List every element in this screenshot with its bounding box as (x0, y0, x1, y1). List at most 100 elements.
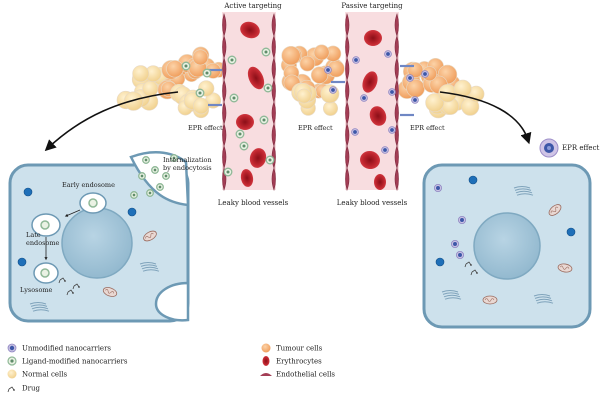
normal-cell (320, 84, 340, 104)
left-blood-vessel (181, 12, 276, 191)
arrow-to-left-cell (44, 91, 179, 152)
nucleus (473, 212, 541, 280)
early-endosome-label: Early endosome (62, 181, 115, 189)
legend-item: Erythrocytes (262, 356, 322, 366)
normal-cell (124, 91, 144, 111)
erythrocyte (240, 169, 254, 187)
active-targeting-label: Active targeting (223, 2, 282, 10)
endothelial-cell (394, 167, 399, 191)
unmodified-nanocarrier-icon (7, 343, 17, 353)
drug-molecule (58, 277, 66, 284)
legend-label: Endothelial cells (276, 371, 335, 379)
nanocarrier-dot (127, 207, 137, 217)
normal-cell (425, 93, 445, 113)
tumour-cell (281, 45, 301, 66)
internalized-nanocarriers (17, 154, 178, 267)
leaky-vessels-label-left: Leaky blood vessels (218, 199, 289, 207)
nanocarrier-dot (23, 187, 33, 197)
endothelial-cell (271, 167, 276, 191)
mitochondrion (482, 295, 498, 305)
erythrocyte (364, 30, 382, 46)
ligand-nanocarriers (181, 47, 275, 177)
tumour-cell-icon (261, 343, 271, 353)
legend-item: Drug (7, 385, 40, 393)
tumour-cell-clusters (116, 44, 485, 130)
mitochondrion (102, 287, 118, 297)
unmodified-nanocarriers (324, 50, 429, 154)
endothelial-cell-icon (260, 373, 272, 376)
organelles (441, 186, 573, 305)
legend-item: Unmodified nanocarriers (7, 343, 111, 353)
mitochondrion (557, 263, 573, 273)
lysosome-label: Lysosome (20, 286, 53, 294)
tumour-cell (406, 79, 425, 98)
golgi-apparatus (533, 294, 554, 304)
ligand-nanocarrier-icon (7, 356, 17, 366)
erythrocytes (236, 21, 267, 187)
normal-cell (132, 65, 150, 83)
endothelial-cell (345, 167, 350, 191)
drug-molecule (470, 269, 478, 276)
epr-effect-label-topright: EPR effect (562, 144, 599, 152)
drug-icon (7, 386, 15, 393)
tumour-cell (166, 60, 184, 78)
erythrocyte (362, 71, 378, 93)
internalization-label-1: Internalization (163, 156, 212, 164)
passive-nanocarriers (433, 175, 576, 276)
normal-cell (453, 79, 472, 98)
epr-effect-label-right: EPR effect (410, 124, 445, 132)
drug-molecule (7, 386, 15, 393)
erythrocyte (240, 21, 260, 39)
tumour-cell (299, 55, 316, 72)
epr-nanocarrier-icon (539, 138, 559, 158)
erythrocyte (369, 106, 387, 126)
endocytosis-invagination (129, 151, 190, 207)
epr-effect-label-mid: EPR effect (298, 124, 333, 132)
drug-molecule (464, 261, 472, 268)
erythrocyte-icon (262, 356, 270, 366)
normal-cell (296, 88, 312, 104)
erythrocyte (247, 66, 265, 90)
mitochondrion (548, 204, 562, 216)
nanocarrier-dot (468, 175, 478, 185)
nanocarrier-dot (566, 227, 576, 237)
passive-targeting-label: Passive targeting (341, 2, 403, 10)
legend-label: Ligand-modified nanocarriers (22, 358, 128, 366)
legend-item: Tumour cells (261, 343, 323, 353)
legend-label: Tumour cells (276, 345, 323, 353)
mitochondrion (143, 230, 157, 242)
tumour-cell (310, 66, 329, 84)
normal-cell (193, 97, 210, 115)
internalization-label-2: by endocytosis (163, 164, 212, 172)
arrow-to-right-cell (439, 91, 532, 145)
erythrocytes (360, 30, 387, 190)
left-tumour-cell: Early endosome Late endosome Lysosome In… (8, 151, 212, 323)
right-blood-vessel (324, 12, 429, 191)
nanocarrier-dot (435, 257, 445, 267)
late-endosome-label-2: endosome (26, 239, 60, 247)
normal-cell (142, 80, 159, 97)
organelles (29, 230, 160, 312)
endothelial-wall (345, 13, 399, 191)
late-endosome-label-1: Late (26, 231, 41, 239)
erythrocyte (249, 148, 267, 168)
legend-label: Unmodified nanocarriers (22, 345, 111, 353)
legend-label: Erythrocytes (276, 358, 322, 366)
epr-effect-label-left: EPR effect (188, 124, 223, 132)
erythrocyte (360, 150, 380, 170)
golgi-apparatus (29, 302, 50, 312)
golgi-apparatus (513, 186, 534, 196)
erythrocyte (236, 114, 254, 130)
golgi-apparatus (139, 262, 160, 272)
membrane-pocket (154, 281, 190, 322)
drug-molecule (66, 289, 74, 296)
legend-label: Drug (22, 385, 40, 393)
right-tumour-cell (422, 163, 592, 329)
legend-item: Ligand-modified nanocarriers (7, 356, 128, 366)
legend-label: Normal cells (22, 371, 68, 379)
tumour-cell (192, 49, 209, 66)
tumour-cell (313, 44, 330, 61)
drug-molecule (72, 283, 80, 290)
